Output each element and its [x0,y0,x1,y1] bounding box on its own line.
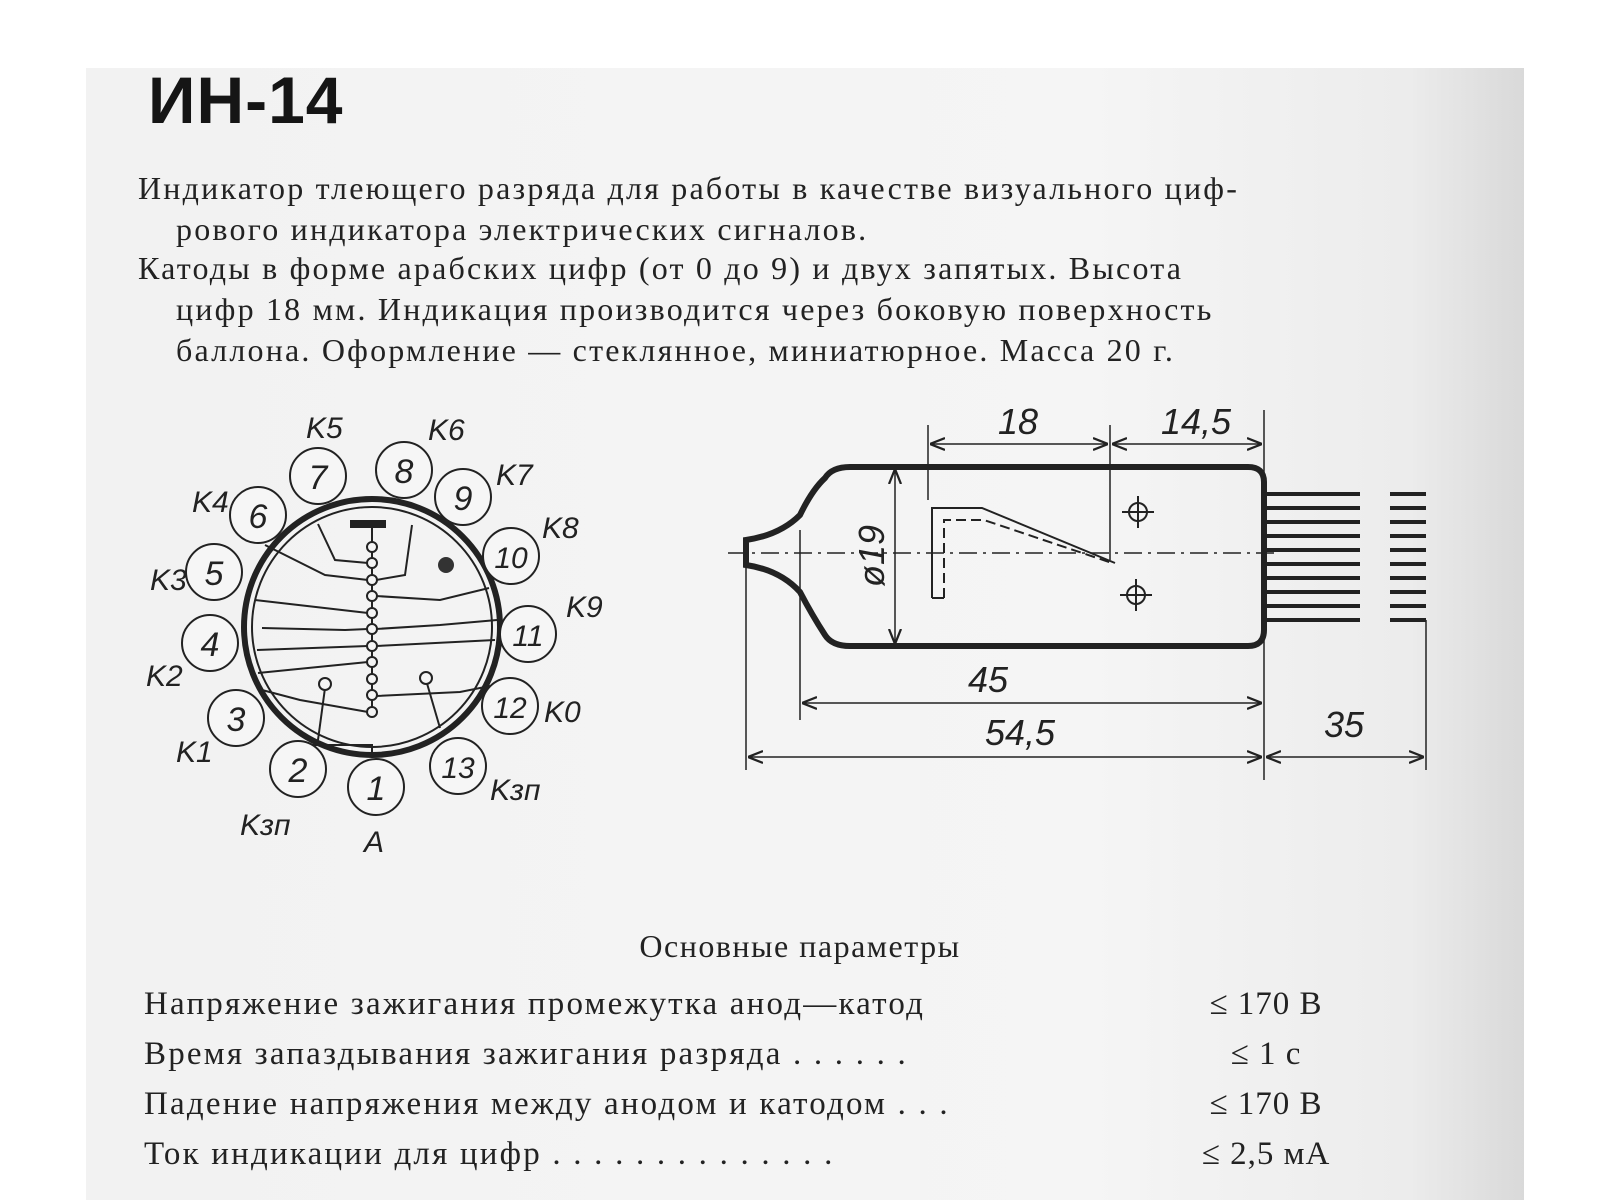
parameter-row: Напряжение зажигания промежутка анод—кат… [144,986,1404,1036]
pin-label: K8 [542,512,579,545]
dim-digit-height: 18 [998,401,1038,442]
pin-label: K7 [496,459,534,492]
pin-label: K4 [192,486,229,519]
mount-marks [1120,496,1154,611]
parameter-row: Падение напряжения между анодом и катодо… [144,1086,1404,1136]
pin-label: Kзп [240,809,290,842]
pin-label: K5 [306,412,343,445]
page-title: ИН-14 [148,63,344,137]
pin-number: 7 [309,459,329,497]
parameter-value: ≤ 170 В [1209,1086,1323,1122]
description-paragraph-1: Индикатор тлеющего разряда для работы в … [138,168,1438,250]
pin-label: Kзп [490,774,540,807]
section-title: Основные параметры [639,928,961,964]
pin-number: 13 [441,752,475,785]
digit-cathode-7 [931,507,1116,599]
pin-label: K3 [150,564,187,597]
description-line: Индикатор тлеющего разряда для работы в … [138,170,1240,206]
pin-number: 3 [227,701,246,739]
pin-label: K9 [566,591,603,624]
parameter-name: Время запаздывания зажигания разряда . .… [144,1036,908,1072]
pin-number: 12 [493,692,527,725]
parameter-name: Напряжение зажигания промежутка анод—кат… [144,986,926,1022]
description-line: рового индикатора электрических сигналов… [176,211,869,247]
pin-label: A [362,826,384,859]
pin-label: K6 [428,414,465,447]
pin-number: 11 [512,620,543,653]
dim-lead-length: 35 [1324,704,1365,745]
pin-number: 10 [494,542,528,575]
pin-number: 9 [454,480,473,518]
dim-total-length: 54,5 [985,712,1056,753]
internal-wiring [254,523,498,758]
tube-leads [1264,492,1426,622]
pin-number: 5 [205,555,224,593]
pin-label: K1 [176,736,213,769]
pin-circles [181,441,557,816]
parameter-name: Падение напряжения между анодом и катодо… [144,1086,950,1122]
description-line: цифр 18 мм. Индикация производится через… [176,291,1214,327]
parameters-list: Напряжение зажигания промежутка анод—кат… [144,986,1404,1186]
parameter-row: Время запаздывания зажигания разряда . .… [144,1036,1404,1086]
pin-number: 1 [367,770,386,808]
dim-inner-length: 45 [968,659,1009,700]
parameter-name: Ток индикации для цифр . . . . . . . . .… [144,1136,835,1172]
pin-number: 2 [288,752,308,790]
pin-number: 4 [201,626,220,664]
anode-bar [350,520,386,528]
parameter-value: ≤ 170 В [1209,986,1323,1022]
description-paragraph-2: Катоды в форме арабских цифр (от 0 до 9)… [138,248,1438,371]
pin-label: K0 [544,696,581,729]
pin-number: 8 [395,453,414,491]
tube-outline [743,464,1267,649]
parameter-value: ≤ 1 с [1230,1036,1302,1072]
dim-diameter: ø19 [851,525,892,587]
description-line: баллона. Оформление — стеклянное, миниат… [176,332,1176,368]
key-dot [438,557,454,573]
pin-label: K2 [146,660,183,693]
parameter-row: Ток индикации для цифр . . . . . . . . .… [144,1136,1404,1186]
page-paper [86,68,1524,1200]
description-line: Катоды в форме арабских цифр (от 0 до 9)… [138,250,1184,286]
pin-number: 6 [249,498,268,536]
dim-top-offset: 14,5 [1161,401,1232,442]
parameter-value: ≤ 2,5 мА [1201,1136,1331,1172]
